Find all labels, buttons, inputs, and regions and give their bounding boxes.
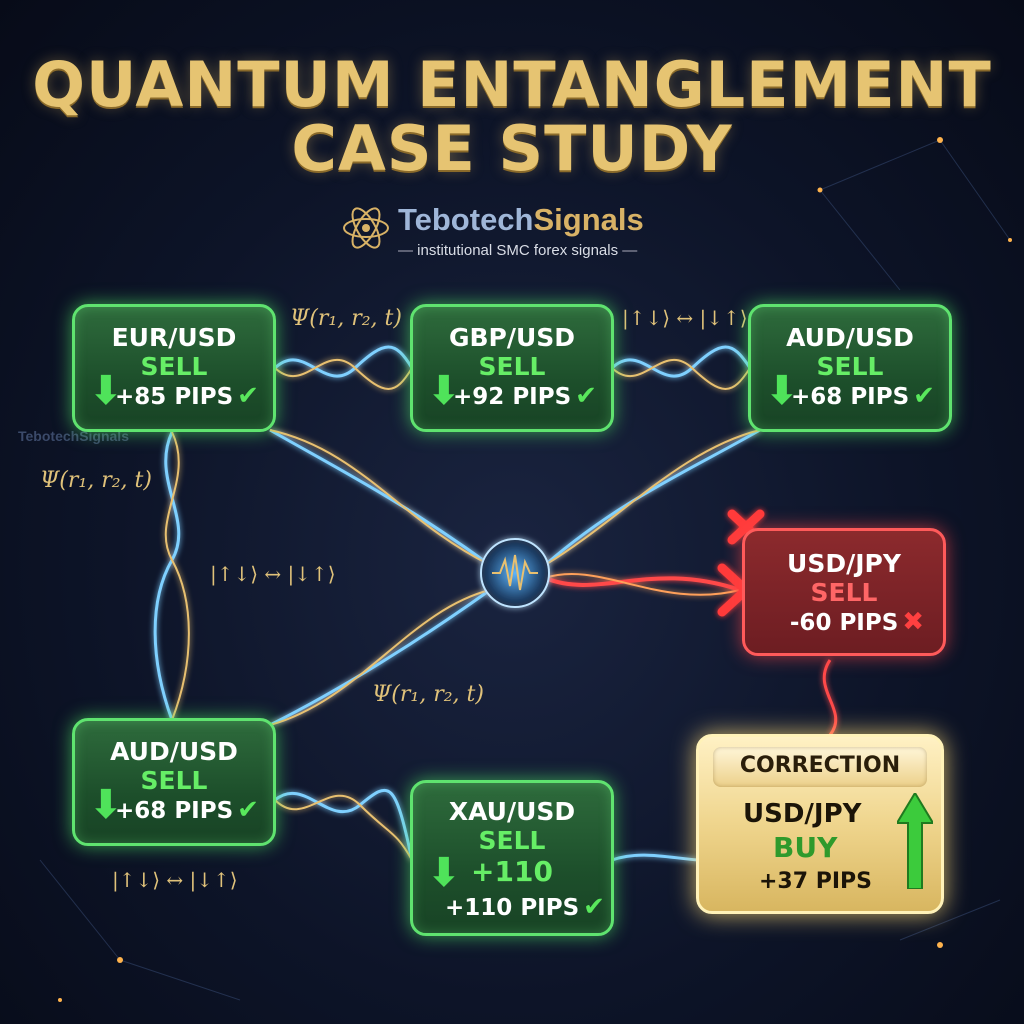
card-direction: SELL	[478, 352, 546, 381]
signal-card-eurusd: EUR/USD SELL ⬇ +85 PIPS✔	[72, 304, 276, 432]
card-pips: +37 PIPS	[759, 869, 872, 894]
arrow-down-icon: ⬇	[89, 782, 123, 828]
card-pair: USD/JPY	[787, 549, 901, 578]
check-icon: ✔	[913, 381, 935, 411]
correction-card: CORRECTION USD/JPY BUY +37 PIPS	[696, 734, 944, 914]
card-pair: XAU/USD	[448, 797, 576, 826]
ket-formula-middle: |↑↓⟩ ↔ |↓↑⟩	[210, 562, 336, 586]
card-big-value: +110	[471, 855, 553, 888]
card-direction: BUY	[773, 831, 838, 864]
atom-icon	[343, 207, 389, 249]
card-pips: +68 PIPS	[791, 384, 910, 410]
card-direction: SELL	[810, 578, 878, 607]
arrow-down-icon: ⬇	[89, 368, 123, 414]
correction-label-plate	[713, 747, 927, 787]
signal-card-audusd-bottom: AUD/USD SELL ⬇ +68 PIPS✔	[72, 718, 276, 846]
card-pips: -60 PIPS	[789, 610, 899, 636]
constellation-stars	[58, 137, 1012, 1002]
card-pair: USD/JPY	[743, 799, 862, 829]
card-direction: SELL	[140, 352, 208, 381]
brand-name: TebotechSignals	[398, 202, 644, 238]
check-icon: ✔	[237, 795, 259, 825]
brand-logo: TebotechSignals institutional SMC forex …	[340, 200, 700, 270]
card-direction: SELL	[478, 826, 546, 855]
title-line-1: QUANTUM ENTANGLEMENT	[32, 48, 992, 121]
signal-card-gbpusd: GBP/USD SELL ⬇ +92 PIPS✔	[410, 304, 614, 432]
watermark: TebotechSignals	[18, 428, 129, 444]
brand-name-part2: Signals	[533, 202, 644, 237]
ket-formula-bottom: |↑↓⟩ ↔ |↓↑⟩	[112, 868, 238, 892]
x-icon: ✖	[902, 607, 925, 637]
ket-formula-top: |↑↓⟩ ↔ |↓↑⟩	[622, 306, 748, 330]
psi-formula-center: Ψ(r₁, r₂, t)	[372, 682, 484, 707]
check-icon: ✔	[583, 892, 605, 922]
wave-links	[153, 345, 838, 862]
card-pips: +68 PIPS	[115, 798, 234, 824]
arrow-down-icon: ⬇	[765, 368, 799, 414]
card-pips: +92 PIPS	[453, 384, 572, 410]
brand-tagline: institutional SMC forex signals	[398, 242, 637, 259]
check-icon: ✔	[237, 381, 259, 411]
card-pair: AUD/USD	[786, 323, 914, 352]
correction-label: CORRECTION	[739, 753, 901, 778]
signal-card-xauusd: XAU/USD SELL +110 ⬇ +110 PIPS✔	[410, 780, 614, 936]
constellation-lines	[39, 139, 1011, 1001]
signal-card-usdjpy-loss: USD/JPY SELL -60 PIPS✖	[742, 528, 946, 656]
signal-card-audusd-top: AUD/USD SELL ⬇ +68 PIPS✔	[748, 304, 952, 432]
brand-name-part1: Tebotech	[398, 202, 534, 237]
arrow-down-icon: ⬇	[427, 368, 461, 414]
card-pair: GBP/USD	[448, 323, 576, 352]
check-icon: ✔	[575, 381, 597, 411]
arrow-down-icon: ⬇	[427, 850, 461, 896]
title-line-2: CASE STUDY	[291, 112, 733, 185]
card-pips: +110 PIPS	[445, 895, 580, 921]
arrow-up-icon	[897, 793, 933, 889]
card-pair: AUD/USD	[110, 737, 238, 766]
card-pips: +85 PIPS	[115, 384, 234, 410]
quantum-core-icon	[480, 538, 550, 608]
card-direction: SELL	[140, 766, 208, 795]
card-direction: SELL	[816, 352, 884, 381]
card-pair: EUR/USD	[111, 323, 237, 352]
psi-formula-left: Ψ(r₁, r₂, t)	[40, 468, 152, 493]
psi-formula-top: Ψ(r₁, r₂, t)	[290, 306, 402, 331]
